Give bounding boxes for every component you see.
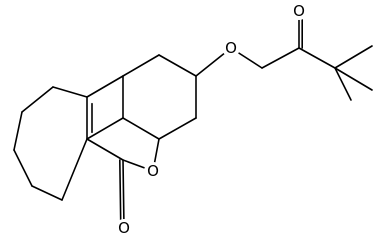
bond-H5-H6: [31, 185, 63, 201]
atom-ether-oxygen: O: [222, 39, 240, 57]
bond-A6-A1: [122, 54, 160, 77]
bond-A3-A4: [158, 117, 197, 140]
bond-Q-M3: [334, 67, 352, 101]
bond-H1-H2: [52, 86, 88, 98]
bond-layer: [13, 10, 373, 229]
lactone-carbonyl-oxygen-label: O: [118, 219, 130, 237]
bond-H4-H5: [13, 149, 33, 187]
bond-H6-P5: [61, 138, 88, 201]
bond-P4-O2: [122, 159, 125, 229]
ring-oxygen-label: O: [147, 162, 159, 180]
bond-K-Q: [298, 47, 336, 69]
bond-P4-P5: [86, 138, 124, 161]
bond-H2-H3: [21, 86, 54, 113]
bond-Q-M1: [334, 45, 373, 69]
bond-P4-O2-second: [119, 159, 122, 229]
atom-ring-oxygen: O: [144, 162, 162, 180]
atom-ketone-oxygen: O: [290, 2, 308, 20]
bond-H1-A6: [86, 75, 124, 98]
bond-H3-H4: [13, 111, 23, 151]
atom-lactone-carbonyl-oxygen: O: [115, 219, 133, 237]
ether-oxygen-label: O: [225, 39, 237, 57]
bond-A1-A2: [158, 54, 197, 77]
bond-P5-A5: [86, 117, 124, 140]
bond-Q-M2: [334, 67, 373, 91]
bond-E1-K: [261, 47, 300, 69]
ketone-oxygen-label: O: [293, 2, 305, 20]
bond-A4-A5: [122, 117, 160, 140]
